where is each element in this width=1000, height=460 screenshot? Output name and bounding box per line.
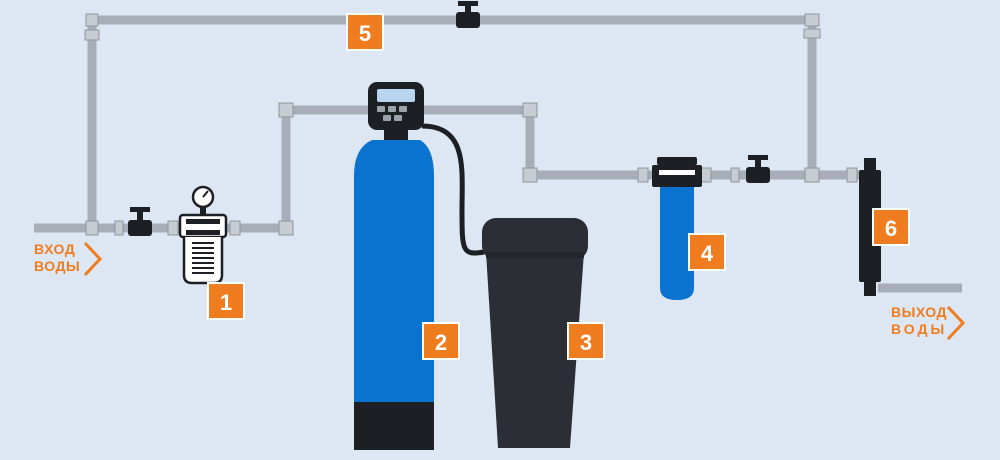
pipe-network [34,15,962,293]
softener-outlet-pipe [420,105,860,180]
valve-icon [456,1,480,28]
softener-tank-icon [354,140,434,450]
component-2-badge: 2 [422,322,460,360]
valve-icon [746,155,770,183]
inlet-label: ВХОД ВОДЫ [34,241,80,275]
component-5-badge: 5 [346,13,384,51]
brine-tank-icon [482,218,588,448]
component-1-badge: 1 [207,282,245,320]
component-6-badge: 6 [872,208,910,246]
outlet-label-line1: ВЫХОД [891,304,947,320]
outlet-arrow-icon [946,305,966,341]
component-3-badge: 3 [567,322,605,360]
valve-icon [128,207,152,236]
brine-hose [421,123,485,256]
pipe-fittings [84,13,858,236]
inlet-pipe [34,105,370,233]
inlet-label-line2: ВОДЫ [34,258,81,274]
cartridge-filter-icon [652,157,702,300]
outlet-label: ВЫХОД ВОДЫ [891,304,947,338]
inlet-arrow-icon [83,241,103,277]
uv-sterilizer-icon [859,158,881,296]
bypass-pipe [87,15,817,228]
inlet-label-line1: ВХОД [34,241,76,257]
mechanical-filter-with-gauge-icon [178,185,228,285]
component-4-badge: 4 [688,233,726,271]
outlet-label-line2: ВОДЫ [891,321,948,337]
control-head-icon [368,82,424,140]
